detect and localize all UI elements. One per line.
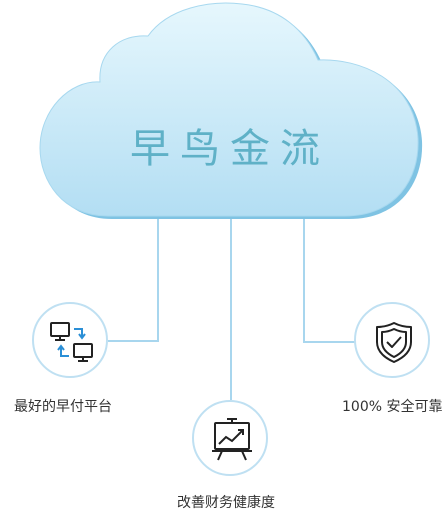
feature-label-2: 改善财务健康度 xyxy=(177,495,275,511)
connector-lines xyxy=(108,215,356,400)
feature-icon-circle-1 xyxy=(32,302,108,378)
transfer-monitors-icon xyxy=(50,322,93,362)
feature-icon-circle-3 xyxy=(354,302,430,378)
shield-check-icon xyxy=(376,322,412,363)
connector-right xyxy=(303,215,356,343)
feature-label-1: 最好的早付平台 xyxy=(14,399,112,415)
cloud-title: 早鸟金流 xyxy=(130,126,330,172)
connector-left xyxy=(108,215,159,342)
chart-presentation-icon xyxy=(212,418,252,461)
cloud-shape xyxy=(39,2,423,219)
feature-label-3: 100% 安全可靠 xyxy=(342,399,443,415)
feature-icon-circle-2 xyxy=(192,400,268,476)
